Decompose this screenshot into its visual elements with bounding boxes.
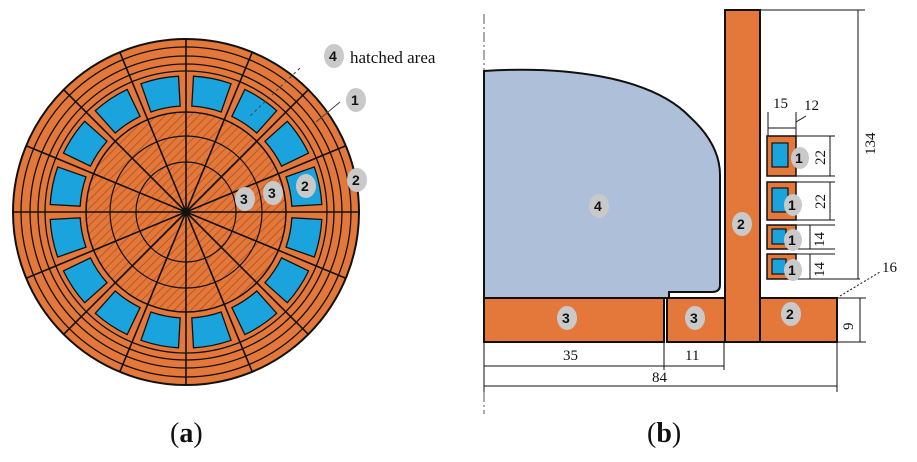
spoke-line xyxy=(185,211,253,373)
radial-spokes xyxy=(13,39,359,385)
coil-slot xyxy=(49,217,87,258)
coil-slot xyxy=(231,290,278,336)
hatched-leader xyxy=(247,67,301,119)
coil-slot xyxy=(264,257,310,304)
center-hub xyxy=(182,208,190,216)
coil-slot xyxy=(62,257,108,304)
svg-text:3: 3 xyxy=(562,310,570,326)
coil-slot xyxy=(264,120,310,167)
caption-a: (a) xyxy=(170,418,203,449)
coil-slot xyxy=(191,75,232,113)
coil-slot xyxy=(285,217,323,258)
hatched-area-tag: 4 xyxy=(324,44,344,68)
coil-slot xyxy=(94,88,141,134)
spoke-line xyxy=(63,211,187,335)
dim-coil-2: 22 xyxy=(813,194,829,209)
dim-mid-length: 11 xyxy=(685,348,699,364)
svg-text:3: 3 xyxy=(268,185,276,201)
panel-b-half-section: 15 12 134 22 22 14 14 16 9 35 11 84 4 2 … xyxy=(483,9,898,414)
dim-coil-4: 14 xyxy=(812,262,828,278)
svg-text:2: 2 xyxy=(786,306,794,322)
spoke-line xyxy=(185,211,309,335)
tag-b-coil-1: 1 xyxy=(791,147,809,169)
spoke-line xyxy=(185,89,309,213)
coil-slot xyxy=(140,75,181,113)
coil-slot xyxy=(140,311,181,349)
tag-b-hatched: 4 xyxy=(589,194,609,218)
tag-b-vertical-bar: 2 xyxy=(732,212,752,236)
tag-1-leader xyxy=(315,101,341,123)
coil-core-1 xyxy=(771,142,789,168)
vertical-bar xyxy=(724,9,761,343)
coil-slot xyxy=(49,166,87,207)
tag-a-1: 1 xyxy=(346,88,366,112)
spoke-line xyxy=(119,51,187,213)
dimension-lines xyxy=(483,9,881,392)
dim-coil-3: 14 xyxy=(812,232,828,248)
svg-text:2: 2 xyxy=(352,172,360,188)
svg-text:3: 3 xyxy=(690,310,698,326)
coil-core-3 xyxy=(771,228,787,245)
spoke-line xyxy=(25,211,187,279)
hatched-area-label: hatched area xyxy=(350,48,436,67)
coil-slot xyxy=(231,88,278,134)
panel-a-cross-section: 4 hatched area 1 2 3 3 2 xyxy=(12,38,436,386)
dim-total-length: 84 xyxy=(652,370,668,386)
tag-a-3-left: 3 xyxy=(235,187,255,211)
tag-a-2-outer: 2 xyxy=(347,168,367,192)
spoke-line xyxy=(119,211,187,373)
tag-b-coil-4: 1 xyxy=(784,259,802,281)
coil-slot xyxy=(191,311,232,349)
coil-slots xyxy=(49,75,323,349)
svg-text:1: 1 xyxy=(788,197,796,213)
dim-total-height: 134 xyxy=(863,132,879,155)
dim-offset: 16 xyxy=(882,260,898,276)
svg-text:1: 1 xyxy=(351,92,359,108)
hatched-region xyxy=(483,68,721,299)
svg-text:1: 1 xyxy=(788,232,796,248)
dim-coil-1: 22 xyxy=(813,150,829,165)
coil-stack xyxy=(766,135,797,280)
tag-b-left-base: 3 xyxy=(557,306,577,330)
dim-left-length: 35 xyxy=(563,348,578,364)
dim-gap: 12 xyxy=(804,98,819,114)
hatched-area-tag-number: 4 xyxy=(329,48,337,64)
tag-b-coil-2: 1 xyxy=(784,194,802,216)
tag-b-coil-3: 1 xyxy=(784,229,802,251)
tag-b-mid-base: 3 xyxy=(685,306,705,330)
spoke-line xyxy=(25,145,187,213)
spoke-line xyxy=(185,51,253,213)
coil-core-4 xyxy=(771,258,787,275)
svg-text:4: 4 xyxy=(594,198,602,214)
svg-text:2: 2 xyxy=(301,178,309,194)
tag-b-right-base: 2 xyxy=(781,302,801,326)
svg-text:3: 3 xyxy=(240,191,248,207)
dim-coil-width: 15 xyxy=(773,96,788,112)
tag-a-2-inner: 2 xyxy=(296,174,316,198)
coil-slot xyxy=(94,290,141,336)
caption-b: (b) xyxy=(647,418,682,449)
spoke-line xyxy=(185,211,347,279)
spoke-line xyxy=(63,89,187,213)
dim-base-height: 9 xyxy=(841,323,857,331)
coil-slot xyxy=(62,120,108,167)
svg-text:1: 1 xyxy=(788,262,796,278)
spoke-line xyxy=(185,145,347,213)
svg-text:1: 1 xyxy=(795,150,803,166)
tag-a-3-right: 3 xyxy=(263,181,283,205)
svg-text:2: 2 xyxy=(737,216,745,232)
